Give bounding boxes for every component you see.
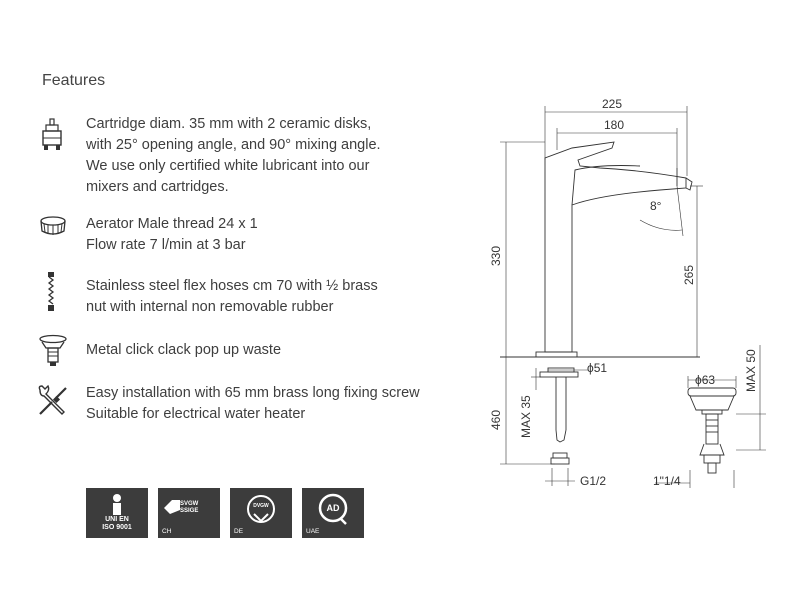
dim-g12: G1/2 (580, 474, 606, 488)
feature-line: Stainless steel flex hoses cm 70 with ½ … (86, 278, 378, 294)
cartridge-icon (42, 118, 62, 150)
dim-180: 180 (604, 118, 624, 132)
pop-up-waste-drawing (655, 345, 766, 488)
feature-line: Easy installation with 65 mm brass long … (86, 385, 420, 401)
cert-badge-uae: AD UAE (302, 488, 364, 538)
feature-line: We use only certified white lubricant in… (86, 158, 370, 174)
dim-diameter-63: ϕ63 (695, 373, 715, 387)
cert-badge-iso: UNI EN ISO 9001 (86, 488, 148, 538)
cert-logo-text: UNI EN ISO 9001 (102, 516, 132, 531)
dim-225: 225 (602, 97, 622, 111)
feature-line: mixers and cartridges. (86, 179, 229, 195)
feature-aerator: Aerator Male thread 24 x 1 Flow rate 7 l… (86, 214, 466, 256)
feature-flex-hose: Stainless steel flex hoses cm 70 with ½ … (86, 276, 466, 318)
cert-country-label: UAE (306, 528, 320, 535)
iso-logo-icon (113, 494, 121, 515)
feature-line: Suitable for electrical water heater (86, 406, 306, 422)
dim-max35: MAX 35 (519, 395, 533, 438)
dim-diameter-51: ϕ51 (587, 361, 607, 375)
cert-badge-de: DVGW DE (230, 488, 292, 538)
aerator-icon (40, 216, 66, 235)
pop-up-waste-icon (39, 334, 67, 366)
tools-icon (38, 384, 67, 415)
cert-logo-text: DVGW (253, 503, 269, 509)
feature-cartridge: Cartridge diam. 35 mm with 2 ceramic dis… (86, 114, 466, 198)
dim-265: 265 (682, 265, 696, 285)
dim-460: 460 (489, 410, 503, 430)
features-title: Features (42, 72, 106, 89)
cert-logo-text: AD (326, 503, 340, 513)
feature-installation: Easy installation with 65 mm brass long … (86, 383, 466, 425)
dim-1-1-4: 1"1/4 (653, 474, 681, 488)
cert-badge-ch: SVGW SSIGE CH (158, 488, 220, 538)
feature-line: Metal click clack pop up waste (86, 342, 282, 358)
cert-country-label: CH (162, 528, 172, 535)
cert-logo-text: SVGW SSIGE (180, 501, 199, 514)
cert-country-label: DE (234, 528, 244, 535)
dimension-lines (500, 106, 703, 486)
svgw-logo-icon (164, 500, 180, 514)
flex-hose-icon (47, 272, 55, 311)
dim-max50: MAX 50 (744, 349, 758, 392)
dim-angle: 8° (650, 199, 662, 213)
dvgw-logo-icon (247, 495, 275, 523)
feature-line: Flow rate 7 l/min at 3 bar (86, 237, 246, 253)
feature-pop-up-waste: Metal click clack pop up waste (86, 340, 466, 361)
feature-line: nut with internal non removable rubber (86, 299, 334, 315)
feature-line: with 25° opening angle, and 90° mixing a… (86, 137, 381, 153)
dim-330: 330 (489, 246, 503, 266)
feature-line: Aerator Male thread 24 x 1 (86, 216, 258, 232)
feature-line: Cartridge diam. 35 mm with 2 ceramic dis… (86, 116, 372, 132)
ad-logo-icon (318, 493, 348, 525)
